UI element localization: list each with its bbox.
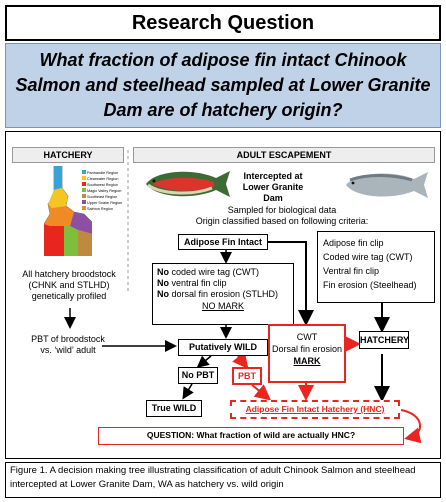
no-mark-label: NO MARK <box>201 301 244 311</box>
map-legend-item: Clearwater Region <box>82 176 126 182</box>
no-pbt-node: No PBT <box>178 367 218 384</box>
sampled-text: Sampled for biological data Origin class… <box>172 205 392 227</box>
hatchery-node-label: HATCHERY <box>360 335 409 345</box>
criteria-line: No dorsal fin erosion (STLHD) <box>157 289 279 299</box>
page-title: Research Question <box>5 5 441 41</box>
hatchery-node: HATCHERY <box>359 331 409 349</box>
legend-swatch <box>82 170 86 174</box>
pbt-label: PBT <box>238 371 256 381</box>
research-question: What fraction of adipose fin intact Chin… <box>5 43 441 128</box>
broodstock-text: All hatchery broodstock (CHNK and STLHD)… <box>8 269 130 302</box>
adult-escapement-header: ADULT ESCAPEMENT <box>133 147 435 163</box>
hatchery-criteria-line: Adipose fin clip <box>323 238 384 248</box>
map-legend-item: Panhandle Region <box>82 170 126 176</box>
hatchery-criteria-line: Fin erosion (Steelhead) <box>323 280 417 290</box>
legend-swatch <box>82 182 86 186</box>
no-mark-criteria-node: No coded wire tag (CWT) No ventral fin c… <box>152 263 294 325</box>
map-legend-item: Salmon Region <box>82 206 126 212</box>
intercept-line: Lower Granite Dam <box>242 182 304 203</box>
no-pbt-label: No PBT <box>181 370 215 380</box>
spawning-salmon-image <box>146 171 230 197</box>
map-legend: Panhandle Region Clearwater Region South… <box>82 170 126 212</box>
adipose-fin-intact-label: Adipose Fin Intact <box>183 237 262 247</box>
research-question-text: What fraction of adipose fin intact Chin… <box>15 50 431 120</box>
map-legend-item: Upper Snake Region <box>82 200 126 206</box>
map-legend-item: Southwest Region <box>82 182 126 188</box>
figure-caption: Figure 1. A decision making tree illustr… <box>5 462 441 498</box>
legend-swatch <box>82 176 86 180</box>
broodstock-line: genetically profiled <box>31 291 107 301</box>
hnc-label: Adipose Fin Intact Hatchery (HNC) <box>245 404 385 414</box>
map-legend-item: Southeast Region <box>82 194 126 200</box>
cwt-line: CWT <box>296 332 318 342</box>
final-question-label: QUESTION: What fraction of wild are actu… <box>146 430 356 440</box>
adipose-fin-intact-node: Adipose Fin Intact <box>178 234 268 250</box>
putatively-wild-node: Putatively WILD <box>178 339 268 356</box>
hatchery-criteria-line: Coded wire tag (CWT) <box>323 252 413 262</box>
arrow-adipose-to-cwt <box>268 241 314 326</box>
silver-salmon-image <box>346 172 428 198</box>
true-wild-label: True WILD <box>151 403 197 413</box>
arrow-hnc-to-question <box>400 409 422 444</box>
sampled-line: Sampled for biological data <box>227 205 337 215</box>
pbt-broodstock-line: vs. ‘wild’ adult <box>40 345 96 355</box>
mark-label: MARK <box>293 356 321 366</box>
legend-swatch <box>82 200 86 204</box>
arrow-wild-to-nopbt <box>196 355 212 368</box>
figure-caption-text: Figure 1. A decision making tree illustr… <box>10 465 416 490</box>
arrow-nopbt-to-truewild <box>182 383 194 400</box>
hnc-node: Adipose Fin Intact Hatchery (HNC) <box>230 400 400 419</box>
putatively-wild-label: Putatively WILD <box>188 342 257 352</box>
arrow-pbt-to-hnc <box>251 384 272 401</box>
final-question-node: QUESTION: What fraction of wild are actu… <box>98 427 404 445</box>
hatchery-criteria-line: Ventral fin clip <box>323 266 380 276</box>
legend-swatch <box>82 188 86 192</box>
legend-swatch <box>82 194 86 198</box>
cwt-line: Dorsal fin erosion <box>271 344 343 354</box>
true-wild-node: True WILD <box>146 400 202 417</box>
pbt-broodstock-text: PBT of broodstock vs. ‘wild’ adult <box>8 334 128 356</box>
criteria-line: No ventral fin clip <box>157 278 227 288</box>
criteria-line: No coded wire tag (CWT) <box>157 267 260 277</box>
hatchery-header-label: HATCHERY <box>43 150 93 160</box>
cwt-mark-node: CWT Dorsal fin erosion MARK <box>268 324 346 383</box>
intercept-line: Intercepted at <box>243 171 303 181</box>
hatchery-criteria-node: Adipose fin clip Coded wire tag (CWT) Ve… <box>317 231 435 303</box>
decision-tree-diagram: HATCHERY Panhandle Region Clearwater Reg… <box>5 131 441 459</box>
adult-escapement-header-label: ADULT ESCAPEMENT <box>236 150 332 160</box>
pbt-node: PBT <box>232 367 262 385</box>
hatchery-header: HATCHERY <box>12 147 124 163</box>
pbt-broodstock-line: PBT of broodstock <box>31 334 105 344</box>
idaho-region-map <box>44 166 92 256</box>
legend-swatch <box>82 206 86 210</box>
sampled-line: Origin classified based on following cri… <box>195 216 369 226</box>
broodstock-line: (CHNK and STLHD) <box>28 280 110 290</box>
intercept-text: Intercepted at Lower Granite Dam <box>236 171 310 204</box>
arrow-wild-to-pbt <box>232 351 249 370</box>
broodstock-line: All hatchery broodstock <box>22 269 116 279</box>
map-legend-item: Magic Valley Region <box>82 188 126 194</box>
